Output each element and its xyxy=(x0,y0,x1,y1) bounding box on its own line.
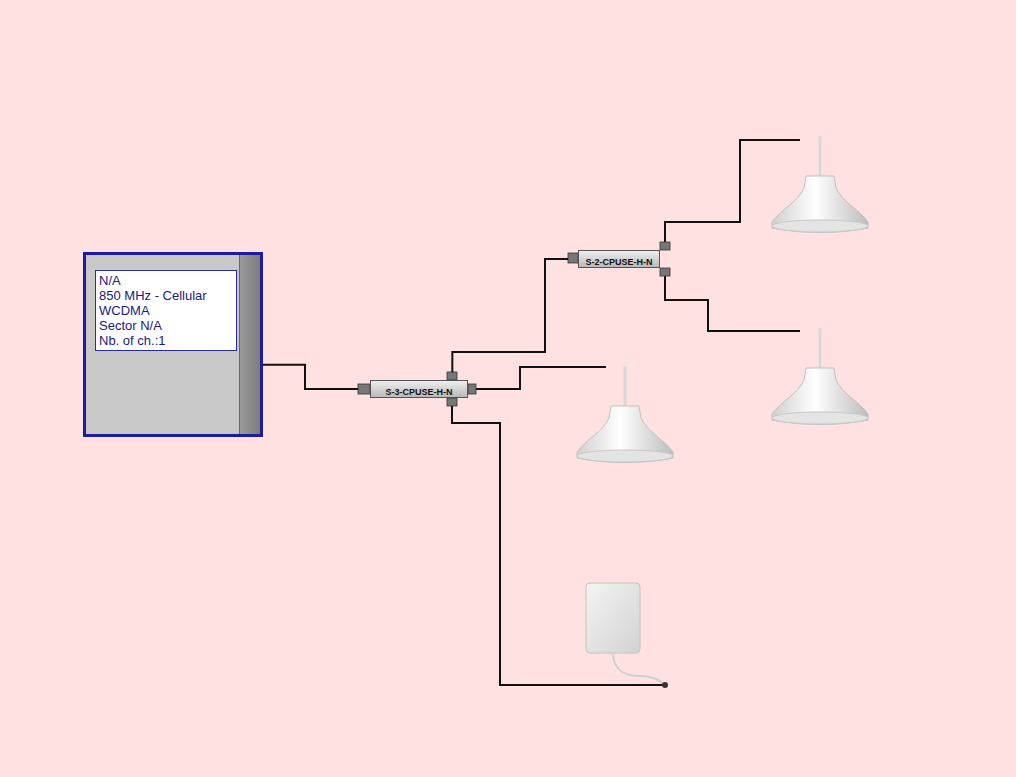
info-line: Nb. of ch.:1 xyxy=(99,333,233,348)
info-line: N/A xyxy=(99,273,233,288)
info-line: WCDMA xyxy=(99,303,233,318)
coax-cable xyxy=(263,365,358,389)
cabinet-side xyxy=(239,255,260,434)
splitter-label: S-2-CPUSE-H-N xyxy=(581,254,656,270)
info-panel: N/A850 MHz - CellularWCDMASector N/ANb. … xyxy=(95,270,237,351)
splitter-label: S-3-CPUSE-H-N xyxy=(381,384,456,400)
info-line: Sector N/A xyxy=(99,318,233,333)
base-station-box: N/A850 MHz - CellularWCDMASector N/ANb. … xyxy=(83,252,263,437)
splitter-box: S-2-CPUSE-H-N xyxy=(578,250,660,268)
coax-cable xyxy=(452,259,568,372)
info-line: 850 MHz - Cellular xyxy=(99,288,233,303)
splitter-box: S-3-CPUSE-H-N xyxy=(370,380,468,398)
